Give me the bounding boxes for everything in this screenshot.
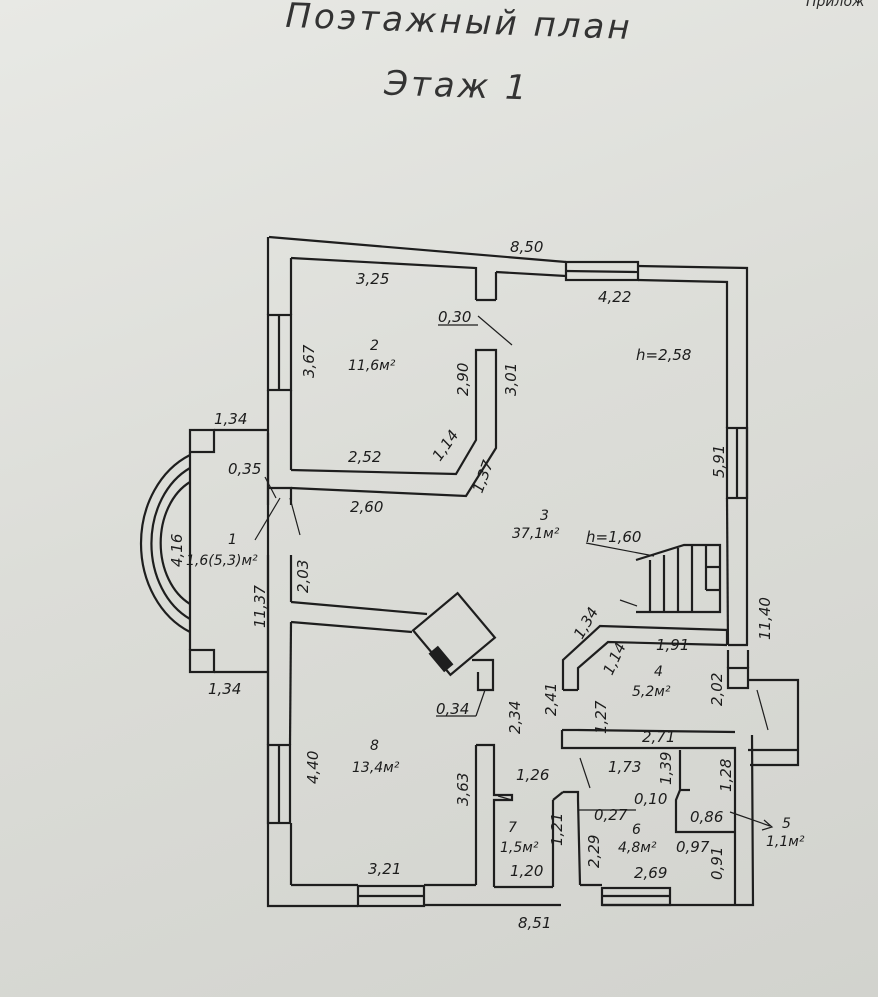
dim-r3-left: 3,01 xyxy=(502,363,520,396)
exit-landing xyxy=(726,666,750,690)
dim-r5-bottom: 0,86 xyxy=(690,808,723,826)
dim-r3-diag: 1,37 xyxy=(469,457,497,495)
dim-r3-top: 4,22 xyxy=(598,288,631,306)
porch-arc-outer xyxy=(139,454,191,633)
dim-r2-partition: 0,30 xyxy=(438,308,471,326)
dim-r5-door: 0,10 xyxy=(634,790,667,808)
porch-column-top xyxy=(188,428,216,454)
outer-wall-inner-top3 xyxy=(637,278,729,428)
room3-area: 37,1м² xyxy=(512,526,560,542)
room1-number: 1 xyxy=(228,532,237,548)
dim-r8-left: 4,40 xyxy=(304,751,322,784)
dim-r2-left: 3,67 xyxy=(300,344,318,378)
vestibule-wall xyxy=(268,486,293,505)
dim-r6-left: 2,29 xyxy=(585,835,603,868)
dim-r7-bottom: 1,20 xyxy=(510,862,543,880)
dim-r4-top: 1,91 xyxy=(656,636,689,654)
dim-r2-right: 2,90 xyxy=(454,363,472,396)
outer-wall-inner-right xyxy=(725,497,730,646)
dim-r2-top: 3,25 xyxy=(356,270,389,288)
dim-r1-door: 2,03 xyxy=(294,560,312,593)
dim-r8-right: 3,63 xyxy=(454,773,472,806)
dim-porch-depth: 4,16 xyxy=(168,534,186,567)
dim-r3-stair-diag: 1,34 xyxy=(570,604,602,642)
outer-wall-bottom-left xyxy=(266,433,358,908)
dim-r8-stove: 0,34 xyxy=(436,700,469,718)
dim-r4-right: 2,02 xyxy=(708,673,726,706)
room4-partition xyxy=(561,624,729,690)
room8-number: 8 xyxy=(370,738,379,754)
dim-r3-door: 2,41 xyxy=(542,683,560,716)
room5-partition xyxy=(674,750,735,834)
dim-porch-bottom: 1,34 xyxy=(208,680,241,698)
dim-r6-w2: 0,97 xyxy=(676,838,710,856)
room5-number: 5 xyxy=(782,816,791,832)
room8-top-wall xyxy=(290,600,428,616)
outer-wall-outer xyxy=(268,235,567,264)
dim-r6-wall: 0,27 xyxy=(594,806,628,824)
outer-wall-inner xyxy=(290,256,478,300)
room3-stair-height: h=1,60 xyxy=(586,528,641,546)
room7-walls xyxy=(476,743,514,887)
dim-r8-top: 2,34 xyxy=(506,701,524,734)
room7-number: 7 xyxy=(508,820,517,836)
dim-right-total: 11,40 xyxy=(756,597,774,640)
dim-r6-w3: 0,91 xyxy=(708,847,726,880)
dim-left-total: 11,37 xyxy=(251,585,269,628)
dim-r4-left: 1,27 xyxy=(592,700,610,734)
dim-porch-top: 1,34 xyxy=(214,410,247,428)
room4-number: 4 xyxy=(654,664,663,680)
room2-partition xyxy=(290,348,498,498)
dim-r3-corridor: 2,60 xyxy=(350,498,383,516)
dim-porch-wall: 0,35 xyxy=(228,460,261,478)
dim-r3-right: 5,91 xyxy=(710,445,728,478)
dim-r5-side: 1,28 xyxy=(717,759,735,792)
stove xyxy=(411,591,497,677)
porch-column-bottom xyxy=(188,648,216,674)
room6-number: 6 xyxy=(632,822,641,838)
dim-r7-top: 1,26 xyxy=(516,766,549,784)
room1-area: 1,6(5,3)м² xyxy=(186,553,258,569)
room2-area: 11,6м² xyxy=(348,358,396,374)
dim-bottom-total: 8,51 xyxy=(518,914,551,932)
corner-note: Прилож xyxy=(806,0,865,10)
stove-flue xyxy=(428,645,454,673)
room6-area: 4,8м² xyxy=(618,840,657,856)
dim-r2-bottom: 2,52 xyxy=(348,448,381,466)
room2-number: 2 xyxy=(370,338,379,354)
outer-wall-top-right xyxy=(637,264,749,645)
dim-r2-diag: 1,14 xyxy=(429,427,463,465)
room8-area: 13,4м² xyxy=(352,760,400,776)
dim-r6-bottom: 2,69 xyxy=(634,864,667,882)
room4-area: 5,2м² xyxy=(632,684,671,700)
room5-area: 1,1м² xyxy=(766,834,805,850)
dim-top-total: 8,50 xyxy=(510,238,543,256)
porch-arc-mid xyxy=(150,467,191,620)
room3-number: 3 xyxy=(540,508,549,524)
dim-r4-bottom: 2,71 xyxy=(642,728,675,746)
dim-r8-bottom: 3,21 xyxy=(368,860,401,878)
porch-arc-inner xyxy=(159,481,191,605)
room7-area: 1,5м² xyxy=(500,840,539,856)
dim-r5-small: 1,39 xyxy=(657,752,675,785)
outer-wall-inner-top2 xyxy=(495,270,567,278)
dim-r7-side: 1,21 xyxy=(548,813,566,846)
dim-r6-top: 1,73 xyxy=(608,758,641,776)
room3-height: h=2,58 xyxy=(636,346,691,364)
